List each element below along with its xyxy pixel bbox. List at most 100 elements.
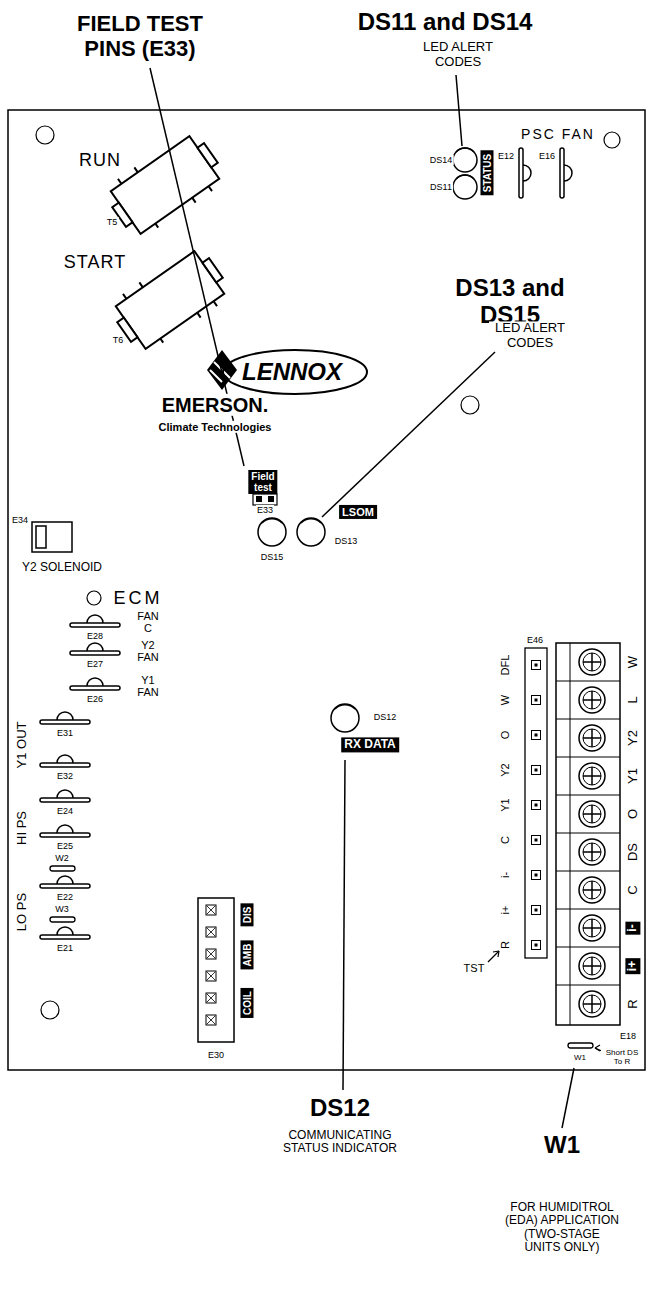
- silkscreen-label: Y1 OUT: [15, 721, 30, 770]
- pin-label: O: [499, 730, 511, 741]
- box-text: i-: [626, 924, 639, 931]
- silkscreen-box: DIS: [241, 904, 254, 927]
- jumpers: [50, 866, 593, 1048]
- run-relay: [101, 127, 229, 244]
- callout-note: FOR HUMIDITROL (EDA) APPLICATION (TWO-ST…: [504, 1201, 621, 1255]
- silkscreen-label: Y1 FAN: [136, 674, 159, 699]
- e30-connector: [206, 971, 216, 981]
- silkscreen-box: Field test: [248, 470, 277, 494]
- callout-title: DS12: [309, 1095, 371, 1122]
- led-indicators: [258, 518, 286, 546]
- e46-header: [525, 648, 547, 958]
- terminal-block: [579, 725, 605, 751]
- silkscreen-label: RUN: [78, 150, 122, 170]
- box-text: DIS: [242, 907, 253, 924]
- small-arrows: [493, 951, 499, 957]
- field-test-pins: [253, 494, 277, 505]
- silkscreen-label: T5: [106, 217, 119, 227]
- silkscreen-label: HI PS: [15, 810, 30, 846]
- terminal-block: [579, 801, 605, 827]
- silkscreen-label: START: [63, 252, 127, 272]
- box-text: i+: [626, 961, 639, 971]
- terminal-block: [579, 991, 605, 1017]
- pin-label: Y1: [499, 797, 511, 812]
- e46-header: [532, 661, 541, 670]
- terminal-block: [579, 877, 605, 903]
- box-text: Field test: [251, 471, 274, 493]
- silkscreen-label: W1: [573, 1054, 587, 1063]
- silkscreen-label: Y2 SOLENOID: [21, 561, 103, 574]
- callout-title: FIELD TEST PINS (E33): [64, 12, 216, 61]
- left-spades: [40, 790, 90, 802]
- box-text: AMB: [242, 944, 253, 967]
- e30-connector: [206, 993, 216, 1003]
- e30-connector: [206, 927, 216, 937]
- e46-header: [532, 696, 541, 705]
- left-spades: [40, 876, 90, 888]
- box-text: LSOM: [342, 506, 374, 518]
- terminal-block: [556, 643, 620, 1025]
- left-spades: [40, 755, 90, 767]
- pin-label: W: [499, 694, 511, 706]
- e30-connector: [206, 905, 216, 915]
- e46-header: [532, 731, 541, 740]
- leader-lines: [562, 1068, 574, 1128]
- terminal-block: [579, 915, 605, 941]
- terminal-block: [556, 643, 620, 1025]
- e46-header: [532, 801, 541, 810]
- led-indicators: [335, 705, 355, 709]
- led-indicators: [456, 148, 474, 152]
- mounting-holes: [604, 132, 620, 148]
- silkscreen-label: W2: [54, 853, 70, 863]
- left-spades: [40, 712, 90, 939]
- leader-lines: [456, 75, 462, 146]
- callout-note: COMMUNICATING STATUS INDICATOR: [277, 1129, 404, 1156]
- run-relay: [197, 143, 217, 167]
- terminal-label: O: [626, 808, 641, 820]
- e30-connector: [206, 949, 216, 959]
- jumpers: [50, 866, 75, 871]
- brand-logo: LENNOX: [241, 359, 343, 386]
- silkscreen-label: T6: [112, 335, 125, 345]
- silkscreen-label: E25: [56, 841, 74, 851]
- start-relay: [202, 258, 222, 282]
- silkscreen-label: E16: [538, 151, 556, 161]
- silkscreen-label: Y2 FAN: [136, 639, 159, 664]
- silkscreen-label: E32: [56, 771, 74, 781]
- start-relay: [116, 251, 224, 349]
- led-indicators: [456, 175, 474, 179]
- lennox-logo: [207, 350, 367, 394]
- silkscreen-label: DS14: [429, 155, 454, 165]
- terminal-block: [579, 763, 605, 789]
- solenoid-jack: [36, 526, 46, 548]
- e46-header: [532, 941, 541, 950]
- silkscreen-box: i+: [625, 958, 640, 974]
- ecm-spades: [70, 678, 120, 690]
- ecm-spades: [70, 643, 120, 655]
- led-indicators: [297, 518, 325, 546]
- field-test-pins: [253, 494, 277, 505]
- silkscreen-label: E22: [56, 892, 74, 902]
- silkscreen-label: DS11: [429, 182, 453, 192]
- leader-lines: [343, 760, 345, 1090]
- box-text: RX DATA: [344, 738, 396, 751]
- mounting-holes: [36, 126, 620, 1019]
- silkscreen-label: E46: [526, 635, 544, 645]
- jumpers: [50, 917, 75, 922]
- small-arrows: [488, 951, 499, 962]
- mounting-holes: [461, 396, 479, 414]
- silkscreen-label: W3: [54, 904, 70, 914]
- silkscreen-label: DS13: [334, 536, 359, 546]
- mounting-holes: [36, 126, 54, 144]
- psc-fan-spades: [519, 148, 531, 198]
- silkscreen-label: LO PS: [15, 892, 30, 932]
- board-outline: [8, 110, 645, 1070]
- solenoid-jack: [32, 522, 72, 552]
- e46-header: [532, 836, 541, 845]
- e46-header: [532, 906, 541, 915]
- terminal-label: L: [626, 695, 641, 704]
- pin-label: Y2: [499, 762, 511, 777]
- callout-note: LED ALERT CODES: [489, 321, 571, 350]
- start-relay: [123, 254, 217, 347]
